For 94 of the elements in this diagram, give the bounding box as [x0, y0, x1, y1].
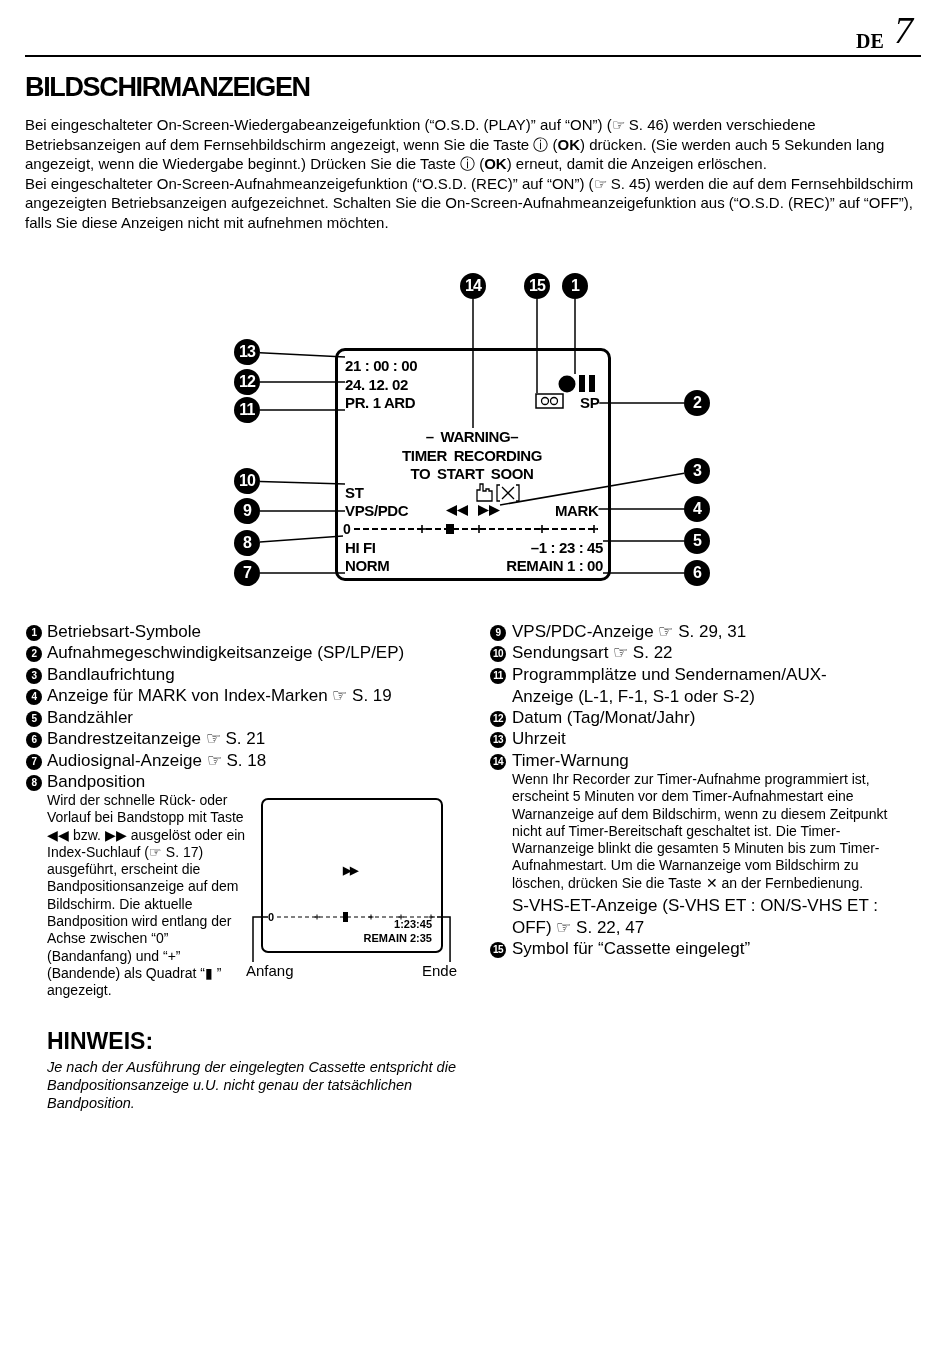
item-text: Audiosignal-Anzeige ☞ S. 18	[47, 750, 268, 772]
osd-text: HI FI NORM	[345, 539, 390, 575]
item-number: 11	[490, 668, 506, 684]
tv-screen	[261, 798, 443, 953]
item-number: 3	[26, 668, 42, 684]
item-number: 6	[26, 732, 42, 748]
record-pause-icon	[558, 374, 598, 393]
item-text: Datum (Tag/Monat/Jahr)	[512, 707, 697, 729]
item-number: 14	[490, 754, 506, 770]
tape-position-bar: 0	[343, 522, 599, 536]
callout-number: 7	[234, 560, 260, 586]
callout-number: 4	[684, 496, 710, 522]
language-code: DE	[856, 30, 884, 52]
callout-number: 8	[234, 530, 260, 556]
description-text: Wenn Ihr Recorder zur Timer-Aufnahme programmiert ist, erscheint 5 Minuten vor dem Timer-Aufnahmestart eine Warnanzeige auf dem Bildschirm, wenn zu diesem Zeitpunkt nicht auf Timer-Bereitschaft geschaltet ist. Die Timer-Warnanzeige blinkt die gesamten 5 Minuten bis zum Timer-Aufnahmestart. Um die Warnanzeige vom Bildschirm zu löschen, drücken Sie die Taste ✕ an der Fernbedienung.	[512, 771, 889, 893]
tape-direction-icon	[446, 505, 500, 516]
item-number: 12	[490, 711, 506, 727]
callout-number: 3	[684, 458, 710, 484]
item-number: 10	[490, 646, 506, 662]
caption-text: Ende	[422, 962, 458, 980]
item-text: Betriebsart-Symbole	[47, 621, 202, 643]
note-text: Je nach der Ausführung der eingelegten Cassette entspricht die Bandpositionsanzeige u.U. nicht genau der tatsächlichen Bandposition.	[47, 1058, 457, 1112]
page-title: BILDSCHIRMANZEIGEN	[25, 71, 310, 104]
callout-number: 1	[562, 273, 588, 299]
item-text: Aufnahmegeschwindigkeitsanzeige (SP/LP/EP)	[47, 642, 406, 664]
leader-line	[602, 572, 685, 574]
leader-line	[598, 402, 685, 404]
item-text: Sendungsart ☞ S. 22	[512, 642, 674, 664]
leader-line	[259, 381, 346, 383]
item-number: 2	[26, 646, 42, 662]
intro-paragraph: Bei eingeschalteter On-Screen-Aufnahmeanzeigefunktion (“O.S.D. (REC)” auf “ON”) (☞ S. 45) werden die auf dem Fernsehbildschirm angezeigten Betriebsanzeigen aufgezeichnet. Schalten Sie die On-Screen-Aufnahmeanzeigefunktion aus (“O.S.D. (REC)” auf “OFF”), falls Sie diese Anzeigen nicht mit aufnehmen möchten.	[25, 173, 915, 232]
callout-number: 6	[684, 560, 710, 586]
item-number: 15	[490, 942, 506, 958]
item-text: Bandrestzeitanzeige ☞ S. 21	[47, 728, 267, 750]
item-number: 9	[490, 625, 506, 641]
item-text: VPS/PDC-Anzeige ☞ S. 29, 31	[512, 621, 748, 643]
callout-number: 5	[684, 528, 710, 554]
item-number: 1	[26, 625, 42, 641]
osd-text: REMAIN 2:35	[362, 932, 432, 945]
callout-number: 12	[234, 369, 260, 395]
callout-number: 13	[234, 339, 260, 365]
callout-number: 15	[524, 273, 550, 299]
item-text: S-VHS-ET-Anzeige (S-VHS ET : ON/S-VHS ET : OFF) ☞ S. 22, 47	[512, 895, 879, 938]
item-text: Bandposition	[47, 771, 147, 793]
osd-text: PR. 1 ARD	[345, 394, 416, 412]
leader-line	[252, 916, 269, 963]
item-text: Programmplätze und Sendernamen/AUX-Anzeige (L-1, F-1, S-1 oder S-2)	[512, 664, 828, 707]
osd-text: 24. 12. 02	[345, 376, 408, 394]
leader-line	[472, 298, 474, 429]
osd-text: REMAIN 1 : 00	[463, 557, 603, 575]
osd-text: 21 : 00 : 00	[345, 357, 418, 375]
item-number: 8	[26, 775, 42, 791]
cassette-icon	[535, 393, 564, 409]
osd-text: SP	[580, 394, 600, 412]
description-text: Wird der schnelle Rück- oder Vorlauf bei Bandstopp mit Taste ◀◀ bzw. ▶▶ ausgelöst oder ein Index-Suchlauf (☞ S. 17) ausgeführt, erscheint die Bandpositionsanzeige auf dem Bildschirm. Die aktuelle Bandposition wird entlang der Achse zwischen “0” (Bandanfang) und “+” (Bandende) als Quadrat “▮ ” angezeigt.	[47, 792, 246, 1000]
leader-line	[499, 472, 685, 506]
intro-paragraph: Bei eingeschalteter On-Screen-Wiedergabeanzeigefunktion (“O.S.D. (PLAY)” auf “ON”) (☞ S. 46) werden verschiedene Betriebsanzeigen auf dem Fernsehbildschirm angezeigt, wenn Sie die Taste ⓘ (OK) drücken. (Sie werden auch 5 Sekunden lang angezeigt, wenn die Wiedergabe beginnt.) Drücken Sie die Taste ⓘ (OK) erneut, damit die Anzeigen erlöschen.	[25, 115, 886, 174]
leader-line	[574, 298, 576, 375]
item-number: 7	[26, 754, 42, 770]
leader-line	[602, 540, 685, 542]
item-text: Bandlaufrichtung	[47, 664, 176, 686]
item-number: 13	[490, 732, 506, 748]
callout-number: 2	[684, 390, 710, 416]
osd-text: VPS/PDC	[345, 502, 409, 520]
item-number: 4	[26, 689, 42, 705]
item-text: Anzeige für MARK von Index-Marken ☞ S. 19	[47, 685, 393, 707]
tv-screen	[335, 348, 611, 581]
leader-line	[436, 916, 451, 963]
leader-line	[259, 535, 344, 543]
item-text: Bandzähler	[47, 707, 134, 729]
callout-number: 14	[460, 273, 486, 299]
osd-text: – WARNING– TIMER RECORDING TO START SOON	[392, 428, 552, 484]
leader-line	[259, 480, 346, 485]
osd-text: ▶▶	[343, 864, 358, 876]
leader-line	[259, 572, 346, 574]
callout-number: 10	[234, 468, 260, 494]
osd-text: 1:23:45	[393, 918, 432, 931]
osd-text: MARK	[555, 502, 599, 520]
osd-text: –1 : 23 : 45	[503, 539, 603, 557]
osd-text: ST	[345, 484, 364, 502]
leader-line	[536, 298, 538, 394]
leader-line	[259, 351, 346, 358]
item-text: Timer-Warnung	[512, 750, 630, 772]
page-number: 7	[894, 10, 913, 50]
item-text: Uhrzeit	[512, 728, 567, 750]
item-text: Symbol für “Cassette eingelegt”	[512, 938, 752, 960]
leader-line	[259, 409, 346, 411]
callout-number: 11	[234, 397, 260, 423]
leader-line	[597, 508, 685, 510]
item-number: 5	[26, 711, 42, 727]
caption-text: Anfang	[246, 962, 294, 980]
leader-line	[259, 510, 346, 512]
callout-number: 9	[234, 498, 260, 524]
note-heading: HINWEIS:	[47, 1028, 154, 1054]
